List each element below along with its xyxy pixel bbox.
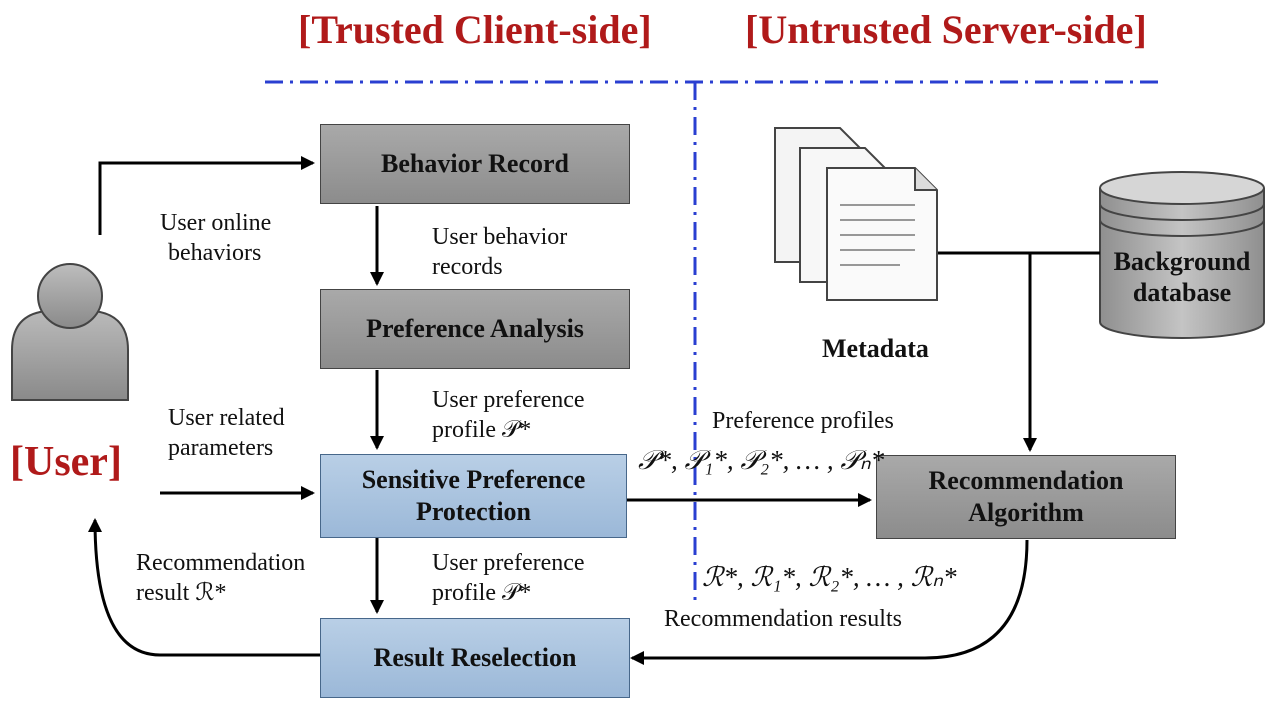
- behavior-record-box: Behavior Record: [320, 124, 630, 204]
- connectors: [88, 156, 1100, 665]
- sensitive-protection-line2: Protection: [415, 497, 532, 526]
- preference-analysis-label: Preference Analysis: [366, 313, 584, 343]
- sensitive-preference-protection-box: Sensitive Preference Protection: [320, 454, 627, 538]
- client-side-header: [Trusted Client-side]: [298, 7, 652, 52]
- preference-profile-label-upper: User preference profile 𝒫*: [432, 385, 585, 445]
- online-behaviors-label: User online behaviors: [160, 208, 271, 268]
- recommendation-results-math: ℛ*, ℛ₁*, ℛ₂*, … , ℛₙ*: [702, 562, 957, 592]
- result-reselection-label: Result Reselection: [373, 642, 577, 672]
- arrow-algorithm-to-reselection: [630, 539, 1029, 665]
- preference-analysis-box: Preference Analysis: [320, 289, 630, 369]
- user-related-parameters-label: User related parameters: [168, 403, 285, 463]
- user-icon: [11, 263, 129, 401]
- online-line2: behaviors: [168, 240, 262, 266]
- records-line1: User behavior: [432, 224, 568, 250]
- recommendation-result-label: Recommendation result ℛ*: [136, 548, 305, 608]
- rec-result-line2: result ℛ*: [136, 580, 227, 606]
- background-line2: database: [1132, 278, 1232, 308]
- pref-profile-line1: User preference: [432, 387, 585, 413]
- online-line1: User online: [160, 210, 272, 236]
- pref-profile-b-line2: profile 𝒫*: [432, 580, 532, 606]
- server-side-header: [Untrusted Server-side]: [745, 7, 1147, 52]
- document-stack-icon: [774, 127, 938, 301]
- pref-profile-b-line1: User preference: [432, 550, 585, 576]
- database-icon: [1099, 171, 1265, 339]
- related-line2: parameters: [168, 435, 274, 461]
- arrow-user-to-behavior: [98, 156, 315, 235]
- preference-profiles-label: Preference profiles: [712, 408, 894, 434]
- recommendation-algorithm-box: Recommendation Algorithm: [876, 455, 1176, 539]
- sensitive-protection-line1: Sensitive Preference: [361, 464, 586, 494]
- pref-profile-line2: profile 𝒫*: [432, 417, 532, 443]
- related-line1: User related: [168, 405, 285, 431]
- metadata-label: Metadata: [822, 334, 929, 363]
- preference-profiles-math: 𝒫*, 𝒫₁*, 𝒫₂*, … , 𝒫ₙ*: [638, 445, 885, 475]
- user-label: [User]: [10, 439, 122, 485]
- recommendation-line2: Algorithm: [968, 498, 1084, 527]
- rec-result-line1: Recommendation: [136, 550, 306, 576]
- recommendation-line1: Recommendation: [928, 465, 1124, 495]
- background-line1: Background: [1113, 247, 1251, 276]
- behavior-records-label: User behavior records: [432, 222, 567, 282]
- preference-profile-label-lower: User preference profile 𝒫*: [432, 548, 585, 608]
- records-line2: records: [432, 254, 503, 280]
- arrow-reselection-to-user: [88, 518, 320, 657]
- recommendation-results-label: Recommendation results: [664, 606, 902, 632]
- side-divider: [265, 80, 1165, 600]
- background-database-label: Background database: [1110, 246, 1254, 308]
- result-reselection-box: Result Reselection: [320, 618, 630, 698]
- behavior-record-label: Behavior Record: [381, 148, 569, 178]
